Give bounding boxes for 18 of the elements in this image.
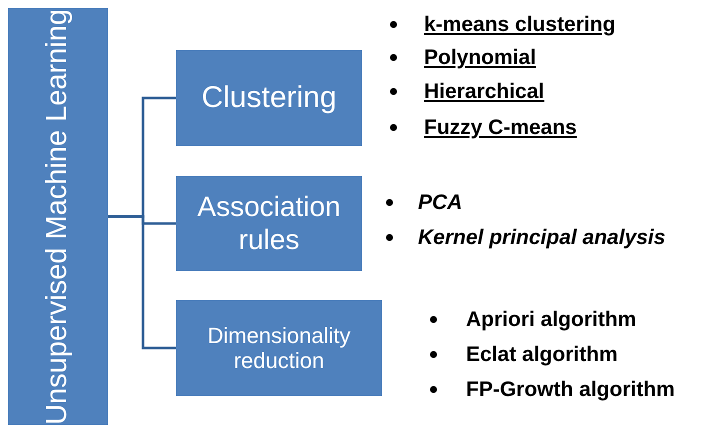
list-item: Fuzzy C-means [424,115,577,140]
connector-line [108,215,176,350]
category-box [176,50,362,146]
category-box [176,176,362,271]
node-label: Clustering [201,80,337,116]
node-label: Unsupervised Machine Learning [41,8,74,424]
category-box [176,300,382,396]
title-bar [8,8,108,425]
list-item: Hierarchical [424,79,544,104]
list-item: Eclat algorithm [466,342,618,368]
list-item: k-means clustering [424,12,616,38]
list-item: Polynomial [424,45,536,70]
node-label: Dimensionality reduction [206,322,352,374]
list-item: Apriori algorithm [466,307,636,332]
list-item: Kernel principal analysis [418,225,666,250]
node-label: Association rules [196,191,342,256]
list-item: PCA [418,190,462,216]
list-item: FP-Growth algorithm [466,377,675,402]
